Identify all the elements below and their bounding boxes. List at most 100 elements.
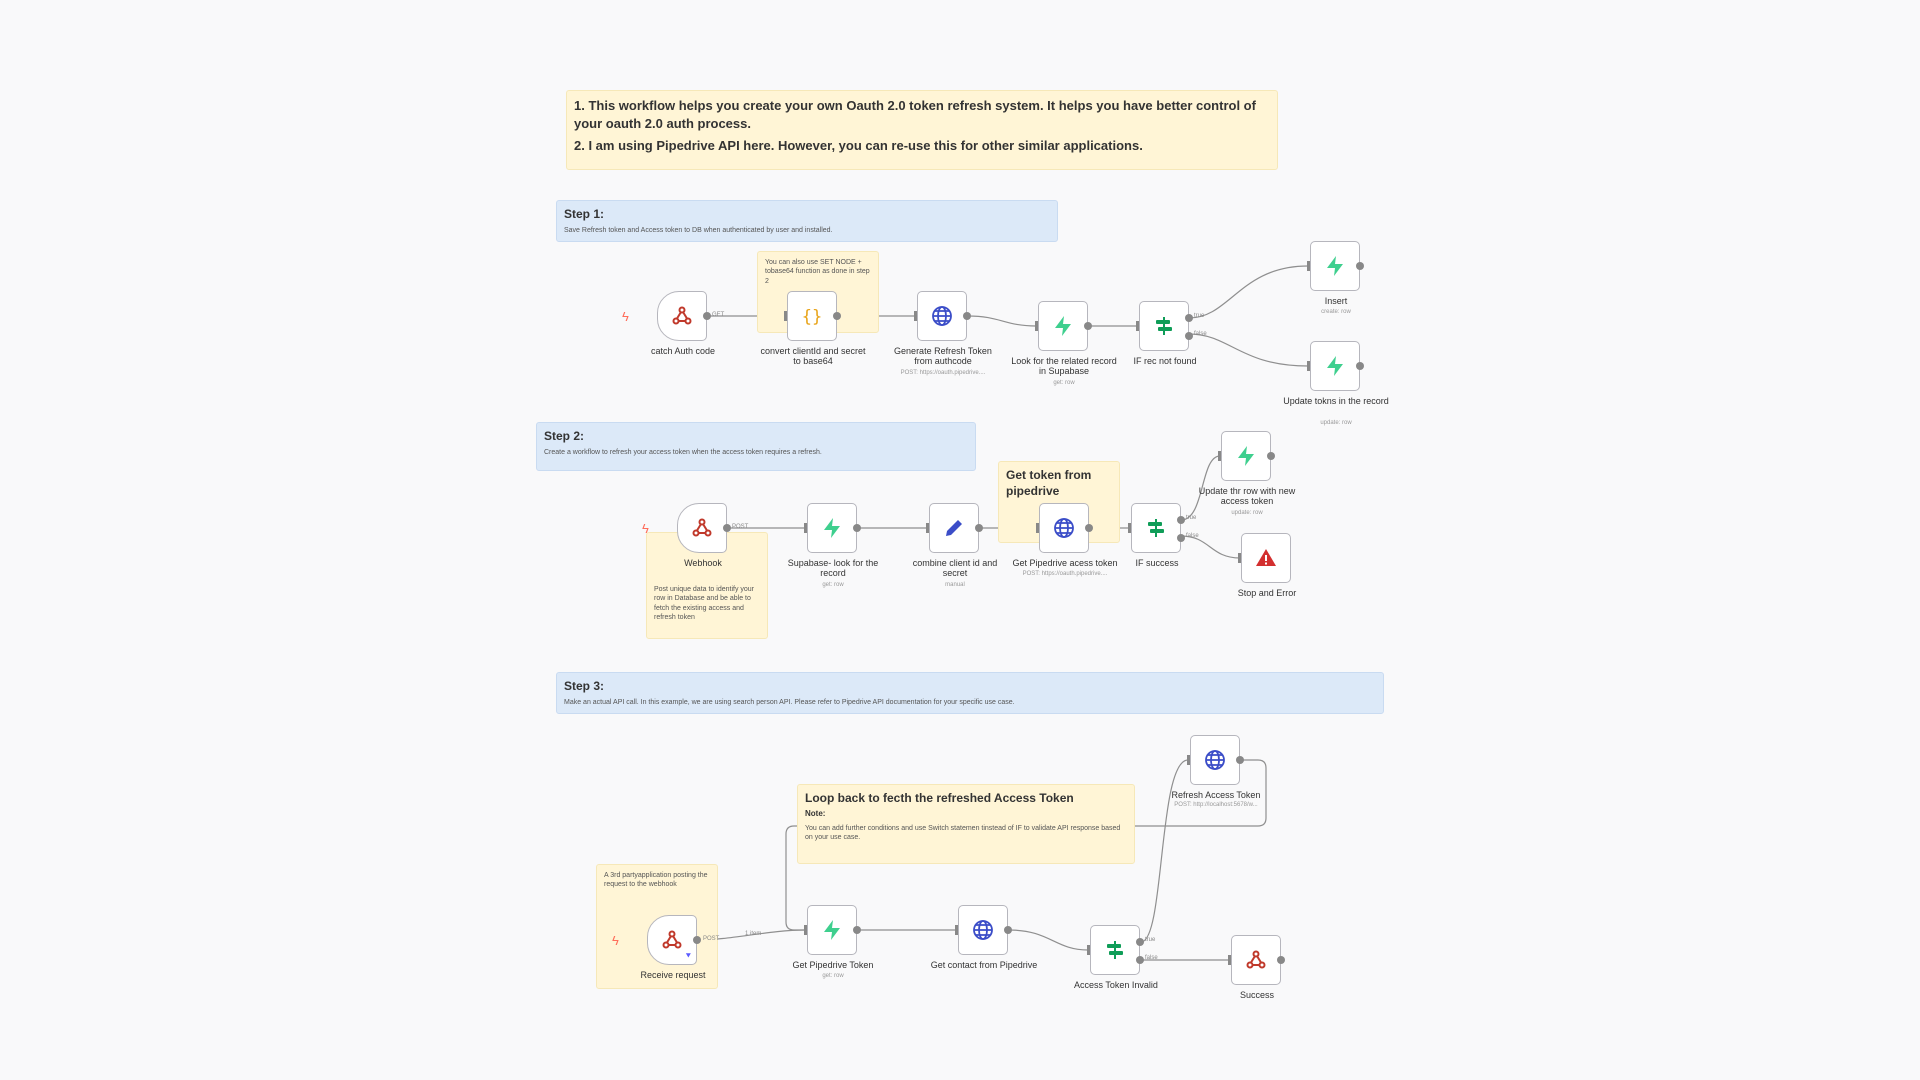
input-port[interactable] xyxy=(1035,321,1038,331)
node-subtitle: POST: http://localhost:5678/w... xyxy=(1174,802,1258,808)
output-port-false[interactable] xyxy=(1177,534,1185,542)
node-webhook[interactable]: ϟ Webhook xyxy=(642,503,731,568)
input-port[interactable] xyxy=(1307,261,1310,271)
if-icon xyxy=(1156,317,1172,335)
node-insert[interactable]: Insert create: row xyxy=(1307,241,1364,315)
output-port-true[interactable] xyxy=(1136,938,1144,946)
node-label: IF rec not found xyxy=(1133,356,1197,366)
node-label: Get Pipedrive acess token xyxy=(1012,558,1118,568)
intro-sticky-note[interactable]: 1. This workflow helps you create your o… xyxy=(566,90,1278,170)
output-port[interactable] xyxy=(1356,362,1364,370)
input-port[interactable] xyxy=(1228,955,1231,965)
node-receive-request[interactable]: ϟ ⯆ Receive request xyxy=(612,915,706,980)
node-subtitle: manual xyxy=(945,582,965,588)
step1-sticky-note[interactable]: Step 1: Save Refresh token and Access to… xyxy=(556,200,1058,242)
output-port[interactable] xyxy=(1084,322,1092,330)
node-update-tokens[interactable]: Update tokns in the record update: row xyxy=(1283,341,1389,426)
output-port[interactable] xyxy=(963,312,971,320)
webhook-icon xyxy=(1246,950,1266,969)
third-party-sticky[interactable]: A 3rd partyapplication posting the reque… xyxy=(596,864,718,989)
warning-icon xyxy=(1256,549,1276,566)
input-port[interactable] xyxy=(784,311,787,321)
node-catch-auth-code[interactable]: ϟ catch Auth code xyxy=(622,291,715,356)
output-port[interactable] xyxy=(853,926,861,934)
node-subtitle: update: row xyxy=(1231,510,1263,516)
output-port[interactable] xyxy=(1236,756,1244,764)
node-subtitle: get: row xyxy=(1053,380,1075,386)
node-label: Refresh Access Token xyxy=(1171,790,1261,800)
input-port[interactable] xyxy=(914,311,917,321)
output-port[interactable] xyxy=(833,312,841,320)
webhook-icon xyxy=(692,518,712,537)
edge-label-true: true xyxy=(1194,313,1205,319)
output-port[interactable] xyxy=(1085,524,1093,532)
output-port[interactable] xyxy=(1267,452,1275,460)
output-port[interactable] xyxy=(1356,262,1364,270)
node-label: Generate Refresh Token from authcode xyxy=(894,346,992,367)
supabase-icon xyxy=(1238,446,1254,466)
supabase-icon xyxy=(1327,356,1343,376)
node-if-success[interactable]: IF success xyxy=(1128,503,1185,568)
intro-line-1: 1. This workflow helps you create your o… xyxy=(574,98,1256,132)
trigger-bolt-icon: ϟ xyxy=(612,933,619,948)
edge-label-false: false xyxy=(1194,331,1207,337)
input-port[interactable] xyxy=(1307,361,1310,371)
output-port[interactable] xyxy=(975,524,983,532)
edge-label-false: false xyxy=(1145,955,1158,961)
supabase-icon xyxy=(824,518,840,538)
input-port[interactable] xyxy=(955,925,958,935)
node-update-row-access-token[interactable]: Update thr row with new access token upd… xyxy=(1199,431,1295,516)
node-convert-client[interactable]: {} convert clientId and secret to base64 xyxy=(760,291,866,366)
output-port[interactable] xyxy=(853,524,861,532)
input-port[interactable] xyxy=(1187,755,1190,765)
output-port-true[interactable] xyxy=(1185,314,1193,322)
node-get-pipedrive-token[interactable]: Get Pipedrive Token get: row xyxy=(793,905,873,979)
node-access-token-invalid[interactable]: Access Token Invalid xyxy=(1074,925,1158,990)
node-combine-client[interactable]: combine client id and secret manual xyxy=(913,503,997,588)
node-supabase-look[interactable]: Supabase- look for the record get: row xyxy=(788,503,878,588)
loop-back-title: Loop back to fecth the refreshed Access … xyxy=(805,791,1074,805)
node-stop-and-error[interactable]: Stop and Error xyxy=(1238,533,1296,598)
node-label: catch Auth code xyxy=(650,346,716,356)
node-if-rec-not-found[interactable]: IF rec not found xyxy=(1133,301,1197,366)
input-port[interactable] xyxy=(1036,523,1039,533)
output-port-false[interactable] xyxy=(1185,332,1193,340)
input-port[interactable] xyxy=(1238,553,1241,563)
node-look-related-record[interactable]: Look for the related record in Supabase … xyxy=(1011,301,1117,386)
node-label: Success xyxy=(1239,990,1274,1000)
node-success[interactable]: Success xyxy=(1228,935,1285,1000)
node-label: Supabase- look for the record xyxy=(787,558,879,579)
output-port[interactable] xyxy=(693,936,701,944)
input-port[interactable] xyxy=(1136,321,1139,331)
output-port[interactable] xyxy=(1277,956,1285,964)
supabase-icon xyxy=(1055,316,1071,336)
node-refresh-access-token[interactable]: Refresh Access Token POST: http://localh… xyxy=(1172,735,1260,808)
node-label: combine client id and secret xyxy=(912,558,998,579)
node-get-contact[interactable]: Get contact from Pipedrive xyxy=(931,905,1037,970)
output-port-true[interactable] xyxy=(1177,516,1185,524)
input-port[interactable] xyxy=(1087,945,1090,955)
edge-label-post: POST xyxy=(732,524,749,530)
input-port[interactable] xyxy=(804,925,807,935)
third-party-text: A 3rd partyapplication posting the reque… xyxy=(604,872,708,889)
input-port[interactable] xyxy=(804,523,807,533)
node-generate-refresh-token[interactable]: Generate Refresh Token from authcode POS… xyxy=(894,291,992,376)
webhook-icon xyxy=(672,306,692,325)
globe-icon xyxy=(973,920,993,940)
loop-back-sticky[interactable]: Loop back to fecth the refreshed Access … xyxy=(797,784,1135,864)
output-port[interactable] xyxy=(1004,926,1012,934)
node-get-pipedrive-access-token[interactable]: Get Pipedrive acess token POST: https://… xyxy=(1012,503,1118,577)
node-label: Access Token Invalid xyxy=(1074,980,1158,990)
edge-label-true: true xyxy=(1186,515,1197,521)
input-port[interactable] xyxy=(1128,523,1131,533)
input-port[interactable] xyxy=(1218,451,1221,461)
output-port[interactable] xyxy=(703,312,711,320)
step3-title: Step 3: xyxy=(564,679,605,693)
step3-sticky-note[interactable]: Step 3: Make an actual API call. In this… xyxy=(556,672,1384,714)
output-port[interactable] xyxy=(723,524,731,532)
input-port[interactable] xyxy=(926,523,929,533)
output-port-false[interactable] xyxy=(1136,956,1144,964)
intro-line-2: 2. I am using Pipedrive API here. Howeve… xyxy=(574,138,1143,154)
step2-sticky-note[interactable]: Step 2: Create a workflow to refresh you… xyxy=(536,422,976,471)
